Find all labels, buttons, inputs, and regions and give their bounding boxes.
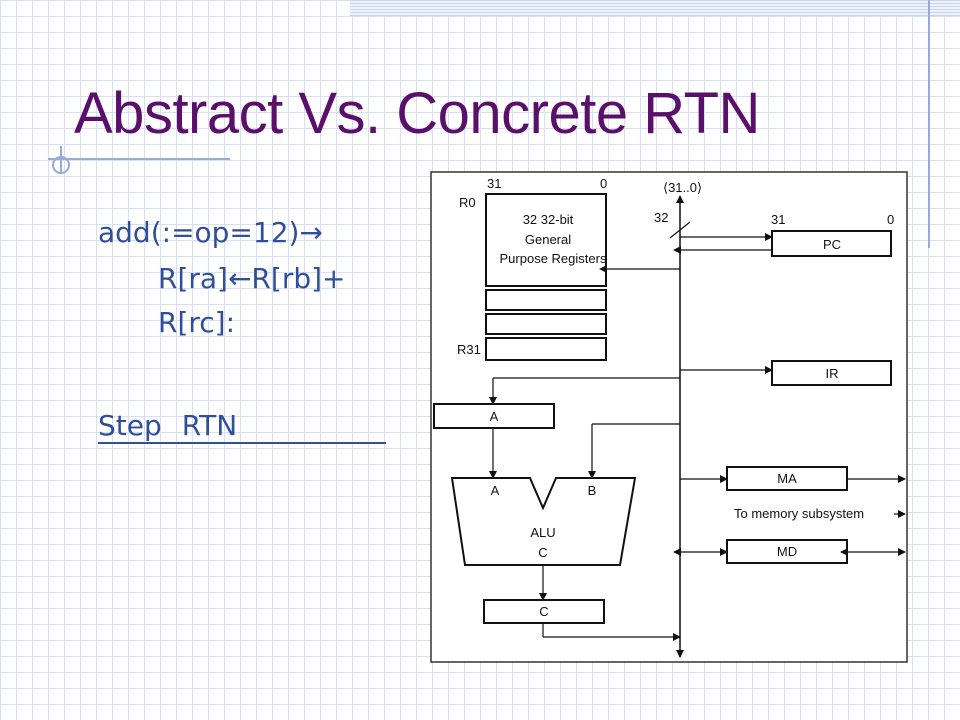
- regfile-lsb-label: 0: [600, 176, 607, 191]
- c-register: [483, 599, 605, 624]
- decorative-circle: [52, 156, 70, 174]
- alu-label: ALU: [530, 525, 555, 540]
- step-link-label: Step: [98, 409, 162, 442]
- decorative-band: [350, 0, 960, 16]
- title-underline-decoration: [48, 158, 230, 160]
- regfile-desc-line-2: General: [525, 232, 571, 247]
- regfile-desc-line-3: Purpose Registers: [500, 251, 607, 266]
- rtn-line-2: R[ra]←R[rb]+: [158, 262, 346, 295]
- ma-register-label: MA: [777, 471, 797, 486]
- rtn-line-1: add(:=op=12)→: [98, 216, 323, 249]
- step-rtn-link[interactable]: Step RTN: [98, 410, 386, 444]
- bus-width-label: 32: [654, 210, 668, 225]
- regfile-desc-line-1: 32 32-bit: [523, 212, 574, 227]
- regfile-row-r31: [485, 337, 607, 361]
- md-register-label: MD: [777, 544, 797, 559]
- alu-output-label: C: [538, 545, 547, 560]
- r0-label: R0: [459, 195, 476, 210]
- diagram-frame: [430, 171, 908, 663]
- pc-lsb-label: 0: [887, 212, 894, 227]
- regfile-msb-label: 31: [487, 176, 501, 191]
- bus-range-label: ⟨31..0⟩: [663, 180, 702, 195]
- memory-subsystem-label: To memory subsystem: [734, 506, 864, 521]
- decorative-line-right: [928, 0, 930, 248]
- a-register-label: A: [490, 409, 499, 424]
- alu-input-b-label: B: [588, 483, 597, 498]
- bus-width-slash: [669, 221, 691, 239]
- pc-register-label: PC: [823, 237, 841, 252]
- pc-msb-label: 31: [771, 212, 785, 227]
- regfile-row-3: [485, 313, 607, 335]
- pc-register: [771, 230, 892, 257]
- rtn-link-label: RTN: [181, 409, 238, 442]
- c-register-label: C: [539, 604, 548, 619]
- r31-label: R31: [457, 342, 481, 357]
- alu-shape: [450, 477, 637, 566]
- slide-title: Abstract Vs. Concrete RTN: [74, 81, 760, 146]
- rtn-line-3: R[rc]:: [158, 306, 236, 339]
- regfile-top-block: [485, 193, 607, 287]
- a-register: [433, 403, 555, 429]
- alu-input-a-label: A: [491, 483, 500, 498]
- regfile-row-2: [485, 289, 607, 311]
- ir-register-label: IR: [826, 366, 839, 381]
